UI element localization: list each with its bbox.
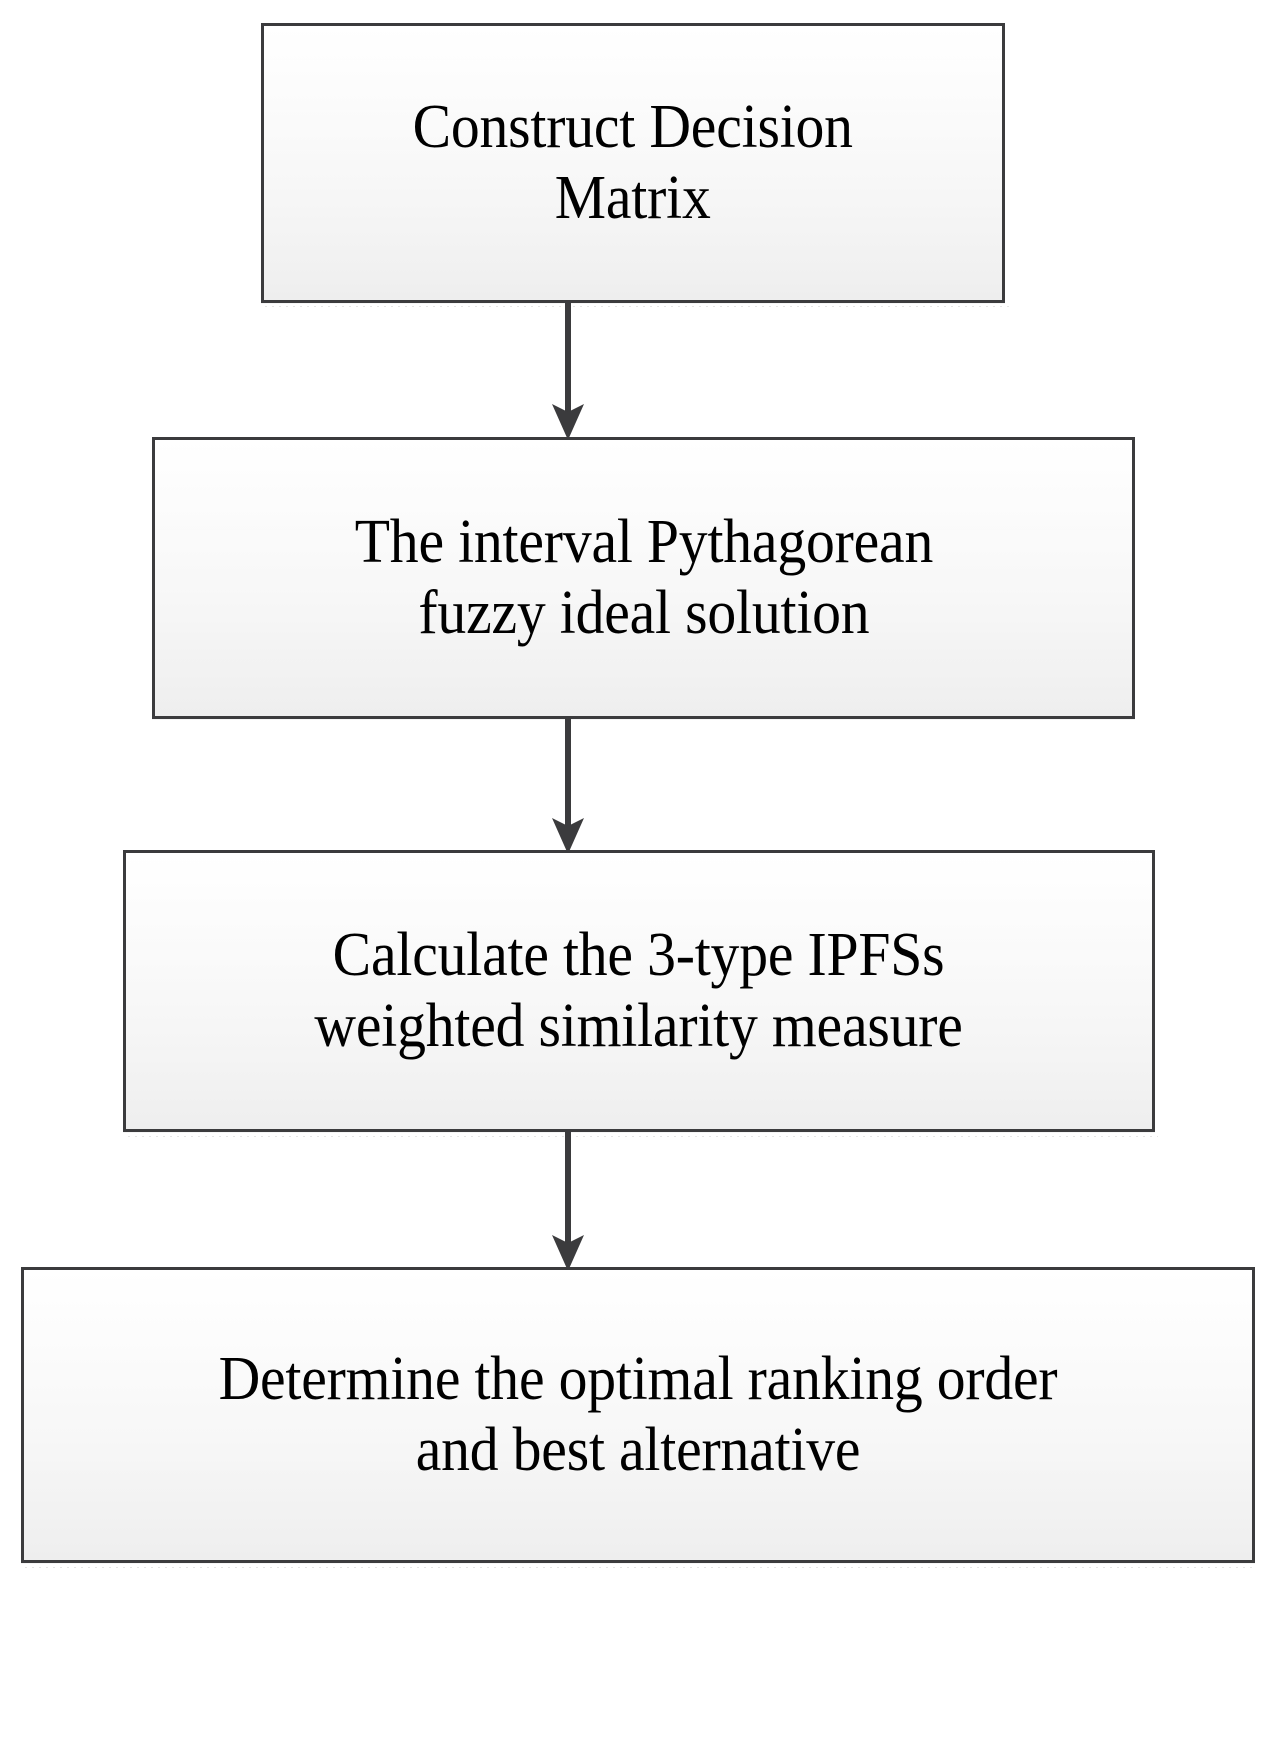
node-label-calculate-weighted-similarity-measure: Calculate the 3-type IPFSs weighted simi…: [314, 921, 964, 1060]
flowchart-arrow-2: [548, 716, 588, 854]
flowchart-node-construct-decision-matrix[interactable]: Construct Decision Matrix: [261, 23, 1005, 303]
node-label-determine-optimal-ranking-order: Determine the optimal ranking order and …: [218, 1345, 1058, 1484]
flowchart-arrow-3: [548, 1129, 588, 1271]
scan-artifact-line: [128, 1136, 1158, 1137]
flowchart-node-interval-pythagorean-fuzzy-ideal-solution[interactable]: The interval Pythagorean fuzzy ideal sol…: [152, 437, 1135, 719]
flowchart-node-determine-optimal-ranking-order[interactable]: Determine the optimal ranking order and …: [21, 1267, 1255, 1563]
node-label-construct-decision-matrix: Construct Decision Matrix: [412, 93, 854, 232]
flowchart-node-calculate-weighted-similarity-measure[interactable]: Calculate the 3-type IPFSs weighted simi…: [123, 850, 1155, 1132]
scan-artifact-line: [25, 1567, 1257, 1568]
flowchart-arrow-1: [548, 300, 588, 440]
scan-artifact-line: [265, 306, 1010, 307]
node-label-interval-pythagorean-fuzzy-ideal-solution: The interval Pythagorean fuzzy ideal sol…: [354, 508, 933, 647]
